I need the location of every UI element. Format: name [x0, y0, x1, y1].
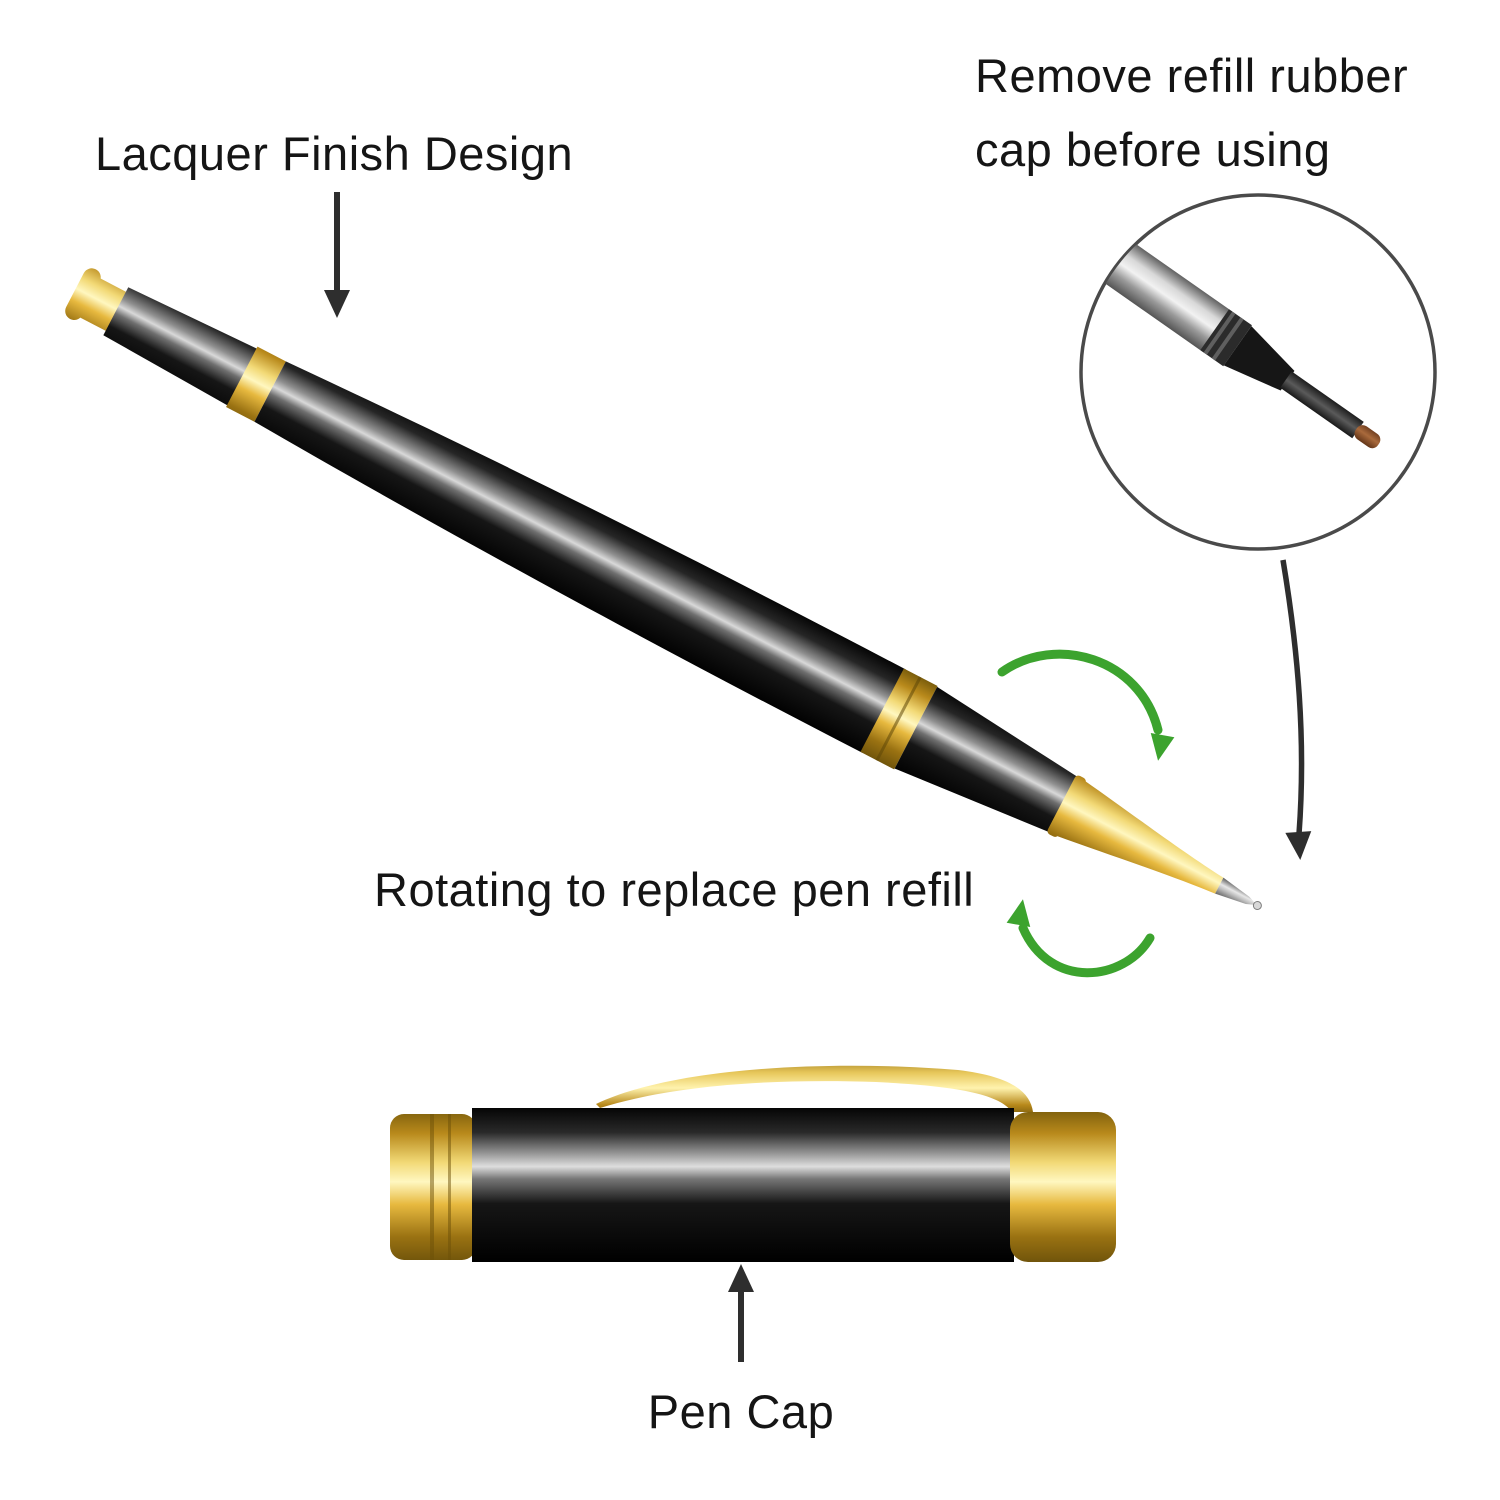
pen-illustration [65, 268, 1262, 911]
refill-front-tube [1280, 371, 1364, 439]
lacquer-arrow-icon [324, 192, 350, 318]
cap-left-ferrule-ridge [430, 1114, 434, 1260]
rotation-arrows-icon [997, 649, 1175, 978]
cap-left-ferrule-ridge [448, 1114, 451, 1260]
label-remove-refill-line1: Remove refill rubber [975, 49, 1409, 102]
cap-right-ferrule [1010, 1112, 1116, 1262]
pen-cap-illustration [390, 1065, 1116, 1262]
cap-clip [596, 1065, 1033, 1112]
pen-grip-section [894, 686, 1079, 833]
pen-ball-point [1252, 901, 1262, 911]
refill-rubber-cap [1354, 425, 1381, 449]
refill-collar-rib [1203, 311, 1236, 355]
pen-nose-flare [1047, 775, 1086, 837]
pen-cap-arrow-icon [728, 1264, 754, 1362]
pen-tip [1215, 877, 1257, 906]
pen-rear-barrel [103, 287, 259, 407]
refill-arrow-icon [1280, 559, 1312, 860]
cap-body [472, 1108, 1014, 1262]
pen-finial [65, 268, 101, 321]
label-rotating-refill: Rotating to replace pen refill [374, 863, 975, 916]
refill-cone [1223, 326, 1295, 391]
label-lacquer-finish: Lacquer Finish Design [95, 127, 574, 180]
refill-collar-rib [1211, 317, 1244, 361]
pen-nose-cone [1055, 780, 1224, 894]
pen-barrel [254, 361, 906, 753]
label-pen-cap: Pen Cap [647, 1385, 835, 1438]
pen-finial-neck [78, 277, 127, 332]
refill-inset [1079, 193, 1437, 551]
pen-rear-ring [226, 346, 286, 422]
label-remove-refill-line2: cap before using [975, 123, 1331, 176]
pen-center-band-groove [875, 676, 922, 762]
